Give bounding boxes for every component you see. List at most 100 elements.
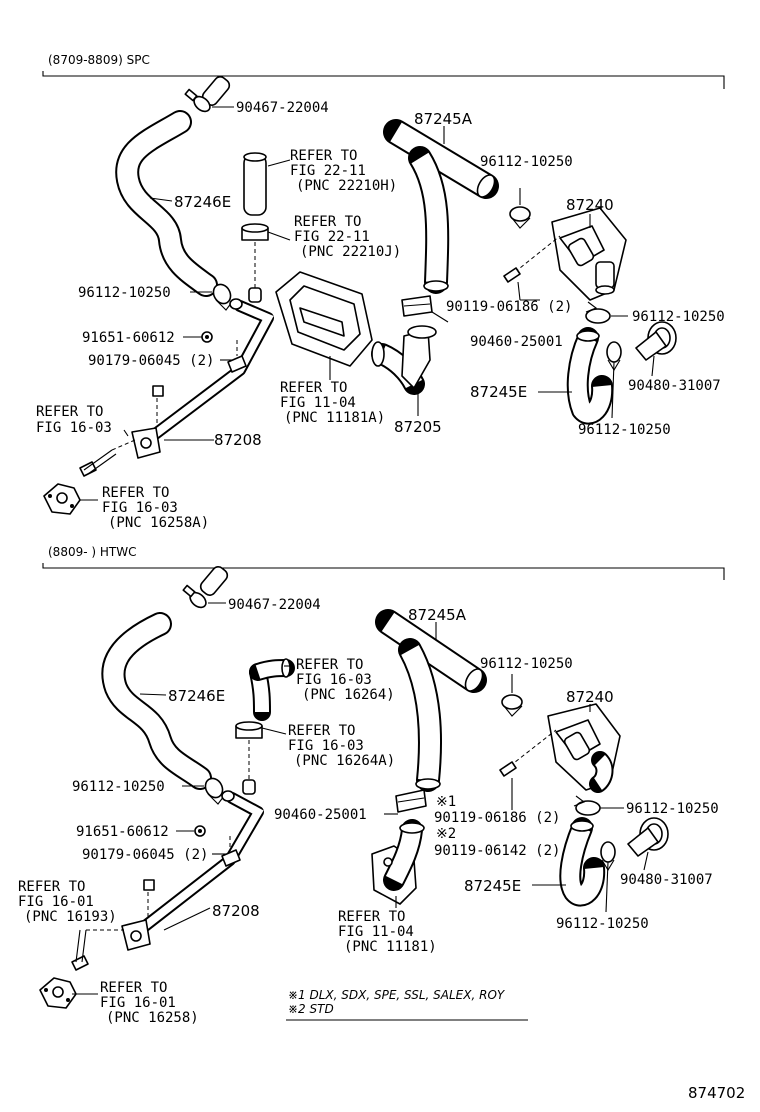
label-clamp-left: 96112-10250 xyxy=(78,285,171,301)
section-bottom-parts xyxy=(39,566,669,1009)
clamp-90460-top xyxy=(401,295,433,317)
label-refer-16264a-3: (PNC 16264A) xyxy=(294,753,395,769)
hose-22210h xyxy=(243,152,267,216)
label-clamp-right: 96112-10250 xyxy=(632,309,725,325)
label-87208-b: 87208 xyxy=(212,902,260,920)
clamp-mid-top xyxy=(509,206,531,229)
section-top-labels: 90467-22004 87246E REFER TO FIG 22-11 (P… xyxy=(36,100,725,531)
label-87205: 87205 xyxy=(394,418,442,436)
label-refer-16264a-1: REFER TO xyxy=(288,723,355,739)
clamp-right-bottom xyxy=(573,795,601,816)
clamp-16264a xyxy=(235,721,263,739)
label-clamp-90460: 90460-25001 xyxy=(470,334,563,350)
hose-87245e xyxy=(566,327,614,425)
label-refer-22210j-3: (PNC 22210J) xyxy=(300,244,401,260)
tube-fitting-top xyxy=(184,76,231,113)
label-screw: 90119-06186 (2) xyxy=(446,299,572,315)
label-refer-16258a-1: REFER TO xyxy=(102,485,169,501)
label-refer-22210h-2: FIG 22-11 xyxy=(290,163,366,179)
label-refer-11181a-2: FIG 11-04 xyxy=(280,395,356,411)
section-bottom-label: (8809- ) HTWC xyxy=(48,545,136,559)
screw-icon xyxy=(503,267,521,283)
hose-87245e-b xyxy=(559,817,606,907)
hose-87245a-b xyxy=(375,609,487,792)
label-refer-11181-3: (PNC 11181) xyxy=(344,939,437,955)
label-bolt-b: 90179-06045 (2) xyxy=(82,847,208,863)
label-bolt: 90179-06045 (2) xyxy=(88,353,214,369)
label-refer-16258-1: REFER TO xyxy=(100,980,167,996)
section-top-leaders xyxy=(80,106,655,501)
label-refer-22210h-3: (PNC 22210H) xyxy=(296,178,397,194)
label-refer-22210j-2: FIG 22-11 xyxy=(294,229,370,245)
label-refer-11181a-3: (PNC 11181A) xyxy=(284,410,385,426)
housing-11181a xyxy=(275,271,373,367)
label-clamp-bottom: 96112-10250 xyxy=(578,422,671,438)
legend-note-1: ※1 DLX, SDX, SPE, SSL, SALEX, ROY xyxy=(288,988,506,1002)
label-clamp-90460-b: 90460-25001 xyxy=(274,807,367,823)
label-refer-16258a-2: FIG 16-03 xyxy=(102,500,178,516)
screw-icon-b xyxy=(499,761,517,777)
label-grommet-b: 90480-31007 xyxy=(620,872,713,888)
label-87208: 87208 xyxy=(214,431,262,449)
valve-87240-b xyxy=(547,703,621,793)
gasket-16258 xyxy=(39,977,77,1009)
label-87245e-b: 87245E xyxy=(464,877,521,895)
pipe-87208-b xyxy=(121,790,264,951)
clamp-90460-b xyxy=(395,789,427,813)
pipe-87205 xyxy=(371,325,437,395)
legend: ※1 DLX, SDX, SPE, SSL, SALEX, ROY ※2 STD xyxy=(286,988,528,1021)
section-top-parts xyxy=(43,76,677,515)
section-top-label: (8709-8809) SPC xyxy=(48,53,150,67)
label-87246e: 87246E xyxy=(174,193,231,211)
clamp-mid-bottom xyxy=(501,694,523,717)
label-refer-16258-2: FIG 16-01 xyxy=(100,995,176,1011)
label-87246e-b: 87246E xyxy=(168,687,225,705)
label-refer-16264-3: (PNC 16264) xyxy=(302,687,395,703)
section-bottom-leaders xyxy=(72,602,649,995)
label-87245e: 87245E xyxy=(470,383,527,401)
clamp-right-top xyxy=(585,301,611,324)
label-mark2: ※2 xyxy=(436,826,456,842)
valve-87240 xyxy=(551,207,627,301)
pipe-87208 xyxy=(131,298,274,459)
hose-16264 xyxy=(249,658,295,721)
label-clamp-bottom-b: 96112-10250 xyxy=(556,916,649,932)
label-87240: 87240 xyxy=(566,196,614,214)
label-87245a: 87245A xyxy=(414,110,473,128)
label-clamp-mid-b: 96112-10250 xyxy=(480,656,573,672)
label-refer-16193-2: FIG 16-01 xyxy=(18,894,94,910)
label-refer-16193-1: REFER TO xyxy=(18,879,85,895)
label-refer-16264-2: FIG 16-03 xyxy=(296,672,372,688)
label-refer-22210h-1: REFER TO xyxy=(290,148,357,164)
section-bottom-header: (8809- ) HTWC xyxy=(42,545,725,580)
diagram-number: 874702 xyxy=(688,1084,745,1102)
hose-87245a xyxy=(383,119,499,294)
label-clamp-90467: 90467-22004 xyxy=(236,100,329,116)
label-refer-16-03-l1: REFER TO xyxy=(36,404,103,420)
label-screw1: 90119-06186 (2) xyxy=(434,810,560,826)
gasket-16258a xyxy=(43,483,81,515)
label-87240-b: 87240 xyxy=(566,688,614,706)
label-screw2: 90119-06142 (2) xyxy=(434,843,560,859)
section-bottom-labels: 90467-22004 87246E REFER TO FIG 16-03 (P… xyxy=(18,597,719,1026)
label-refer-16258a-3: (PNC 16258A) xyxy=(108,515,209,531)
label-grommet: 90480-31007 xyxy=(628,378,721,394)
label-clamp-right-b: 96112-10250 xyxy=(626,801,719,817)
label-refer-22210j-1: REFER TO xyxy=(294,214,361,230)
label-clamp-left-b: 96112-10250 xyxy=(72,779,165,795)
label-clamp-mid: 96112-10250 xyxy=(480,154,573,170)
label-plug-b: 91651-60612 xyxy=(76,824,169,840)
label-refer-11181a-1: REFER TO xyxy=(280,380,347,396)
label-refer-16193-3: (PNC 16193) xyxy=(24,909,117,925)
label-refer-11181-2: FIG 11-04 xyxy=(338,924,414,940)
hose-87246e xyxy=(115,110,218,297)
legend-note-2: ※2 STD xyxy=(288,1002,334,1016)
label-refer-11181-1: REFER TO xyxy=(338,909,405,925)
label-plug: 91651-60612 xyxy=(82,330,175,346)
outlet-11181 xyxy=(371,819,425,905)
section-top-header: (8709-8809) SPC xyxy=(42,53,725,89)
label-refer-16258-3: (PNC 16258) xyxy=(106,1010,199,1026)
label-refer-16264a-2: FIG 16-03 xyxy=(288,738,364,754)
grommet-90480-b xyxy=(627,817,669,857)
